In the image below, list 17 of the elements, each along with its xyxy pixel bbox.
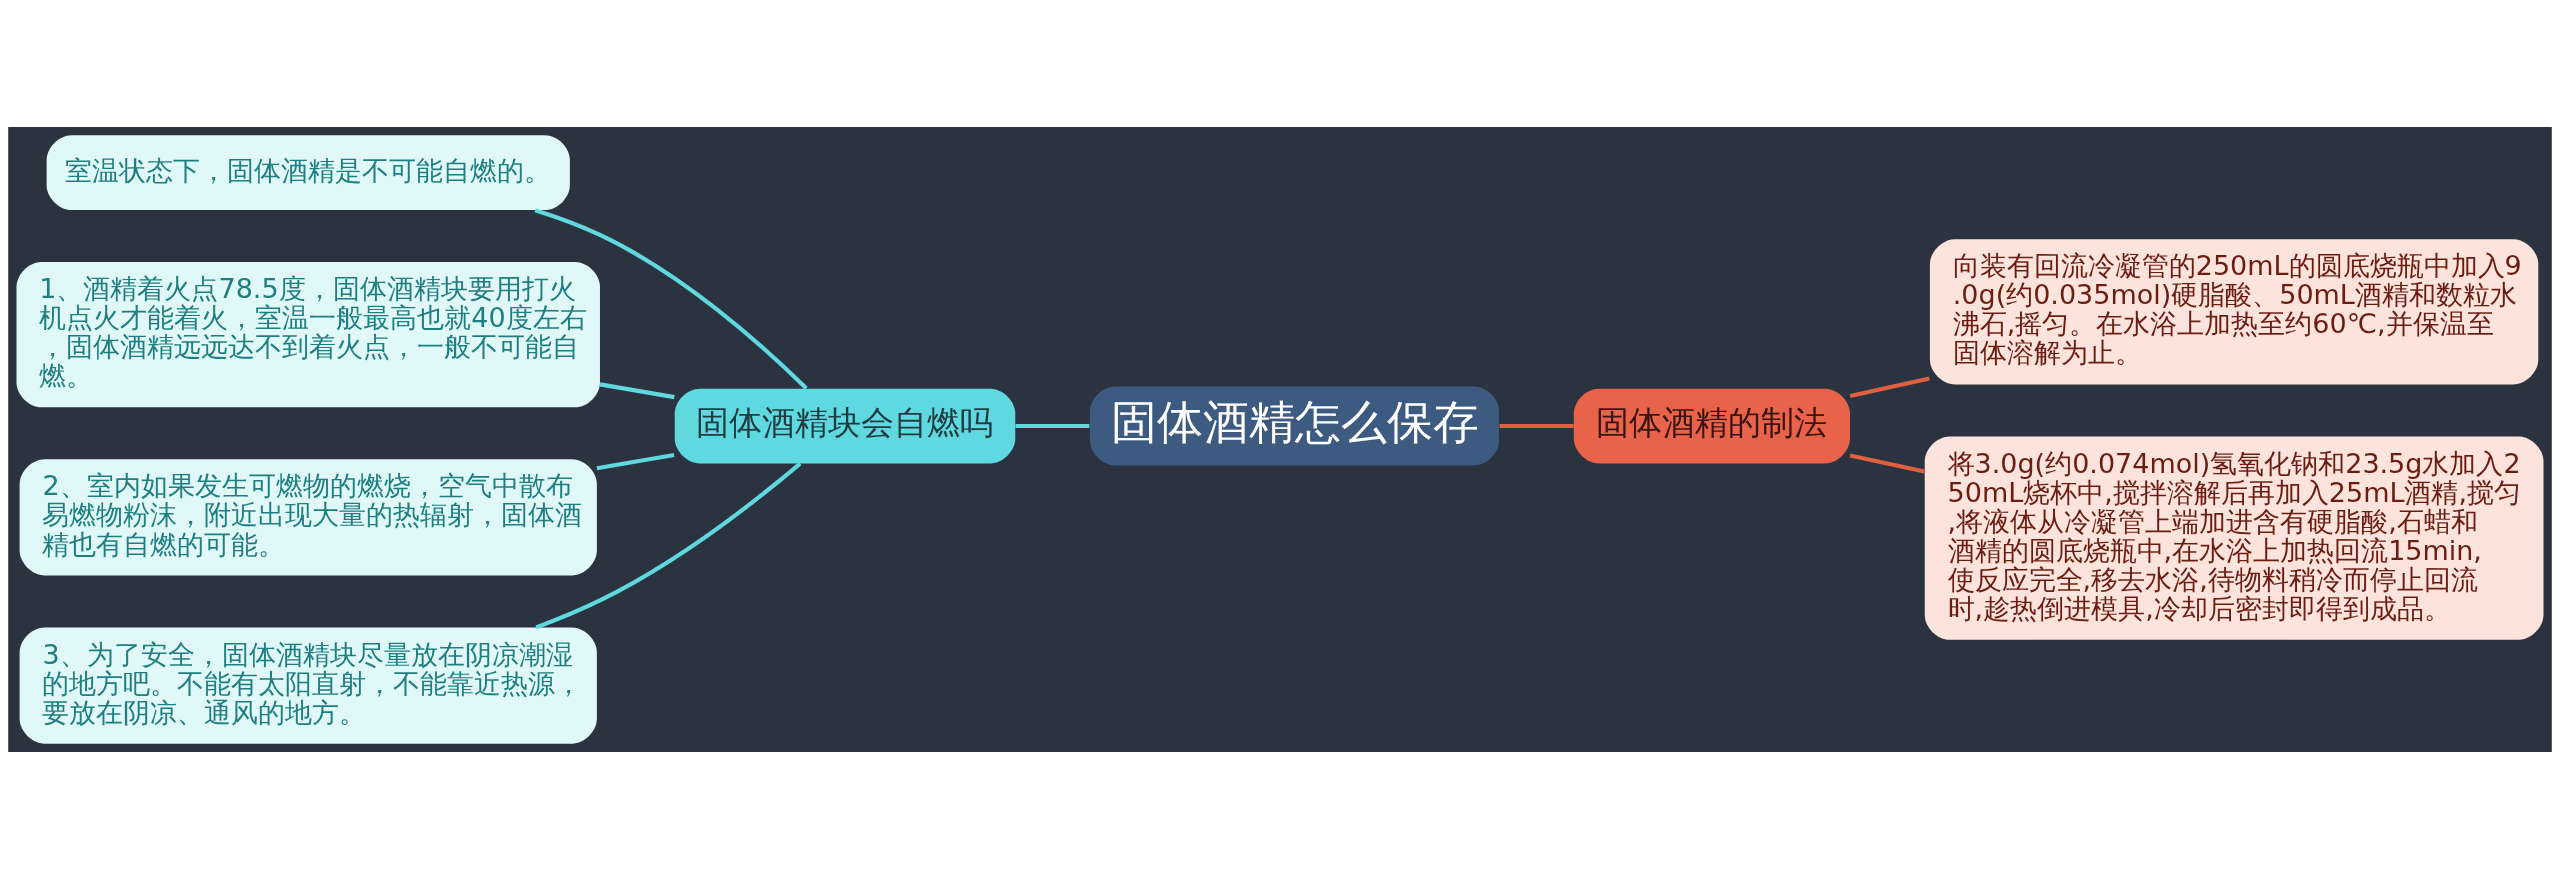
node-box: 向装有回流冷凝管的250mL的圆底烧瓶中加入9.0g(约0.035mol)硬脂酸、50mL酒精和数粒水沸石,摇匀。在水浴上加热至约60℃,并保温至固体溶解为止。: [1929, 239, 2539, 385]
connector: [596, 452, 675, 471]
connector: [1499, 423, 1574, 429]
node-box: 将3.0g(约0.074mol)氢氧化钠和23.5g水加入250mL烧杯中,搅拌溶解后再加入25mL酒精,搅匀,将液体从冷凝管上端加进含有硬脂酸,石蜡和酒精的圆底烧瓶中,在水浴上加热回流15min,使反应完全,移去水浴,待物料稍冷而停止回流时,趁热倒进模具,冷却后密封即得到成品。: [1924, 436, 2544, 640]
node-box: 室温状态下，固体酒精是不可能自燃的。: [46, 135, 570, 211]
connector: [1849, 376, 1930, 399]
connector: [534, 208, 808, 390]
connector: [1015, 423, 1090, 429]
node-box: 固体酒精块会自燃吗: [674, 388, 1016, 464]
connector: [599, 382, 675, 400]
connector: [1849, 453, 1925, 474]
connector: [535, 462, 802, 630]
node-box: 3、为了安全，固体酒精块尽量放在阴凉潮湿的地方吧。不能有太阳直射，不能靠近热源，要放在阴凉、通风的地方。: [19, 627, 597, 744]
node-box: 固体酒精怎么保存: [1090, 386, 1500, 466]
node-box: 固体酒精的制法: [1573, 388, 1850, 464]
node-box: 2、室内如果发生可燃物的燃烧，空气中散布易燃物粉沫，附近出现大量的热辐射，固体酒精也有自燃的可能。: [19, 459, 597, 576]
node-box: 1、酒精着火点78.5度，固体酒精块要用打火机点火才能着火，室温一般最高也就40度左右，固体酒精远远达不到着火点，一般不可能自燃。: [16, 261, 600, 408]
